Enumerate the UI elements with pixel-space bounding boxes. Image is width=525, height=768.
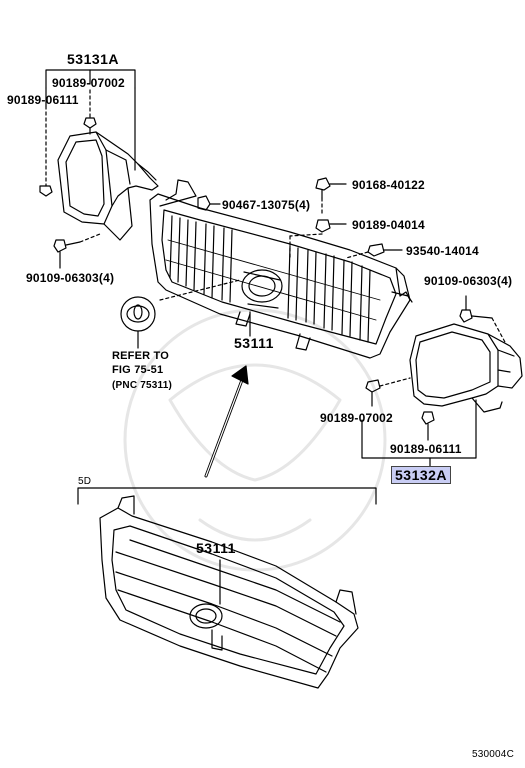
clip-90189-07002-top bbox=[83, 117, 97, 135]
part-label-90189-06111-top: 90189-06111 bbox=[7, 93, 79, 107]
refer-line-2: FIG 75-51 bbox=[112, 364, 164, 376]
headlamp-bracket-left bbox=[57, 131, 159, 241]
part-label-53131a: 53131A bbox=[67, 51, 120, 67]
screw-90467-13075 bbox=[197, 195, 221, 211]
bolt-90109-06303-left bbox=[53, 233, 101, 269]
clip-90189-07002-right bbox=[365, 377, 411, 407]
clip-90189-04014 bbox=[315, 219, 347, 233]
part-label-90189-07002-top: 90189-07002 bbox=[52, 76, 125, 90]
variant-5d-bracket bbox=[77, 487, 377, 505]
radiator-grille-lower bbox=[99, 495, 359, 689]
emblem-reference bbox=[120, 296, 156, 349]
dashed-assembly-guides bbox=[159, 197, 369, 301]
radiator-grille-upper bbox=[149, 179, 413, 359]
part-label-90467-13075: 90467-13075(4) bbox=[222, 198, 311, 212]
part-label-90109-06303-right: 90109-06303(4) bbox=[424, 274, 513, 288]
lower-grille-emblem bbox=[189, 603, 223, 629]
grille-slats bbox=[165, 215, 381, 343]
headlamp-bracket-right bbox=[409, 323, 523, 413]
part-label-90109-06303-left: 90109-06303(4) bbox=[26, 271, 115, 285]
refer-line-3: (PNC 75311) bbox=[112, 380, 173, 391]
bracket-53131a-leader-lines bbox=[45, 69, 136, 187]
arrow-up-icon bbox=[204, 365, 249, 478]
variant-label-5d: 5D bbox=[78, 476, 92, 487]
part-label-90189-04014: 90189-04014 bbox=[352, 218, 425, 232]
part-label-90189-06111-right: 90189-06111 bbox=[390, 442, 462, 456]
grille-emblem-mount bbox=[241, 269, 283, 309]
part-label-90189-07002-right: 90189-07002 bbox=[320, 411, 393, 425]
part-label-53111-lower: 53111 bbox=[196, 540, 236, 556]
bracket-53132a-leader-lines bbox=[361, 399, 477, 467]
clip-90189-06111-right bbox=[421, 411, 435, 441]
part-label-53132a[interactable]: 53132A bbox=[391, 466, 452, 484]
diagram-code: 530004C bbox=[472, 749, 514, 760]
nut-93540-14014 bbox=[367, 243, 403, 257]
part-label-53111-upper: 53111 bbox=[234, 335, 274, 351]
screw-90168-40122 bbox=[315, 177, 347, 199]
bolt-90109-06303-right bbox=[459, 295, 507, 345]
part-label-90168-40122: 90168-40122 bbox=[352, 178, 425, 192]
refer-line-1: REFER TO bbox=[112, 350, 170, 362]
clip-90189-06111-top bbox=[39, 185, 53, 197]
lower-grille-bars bbox=[115, 539, 341, 673]
part-label-93540-14014: 93540-14014 bbox=[406, 244, 479, 258]
